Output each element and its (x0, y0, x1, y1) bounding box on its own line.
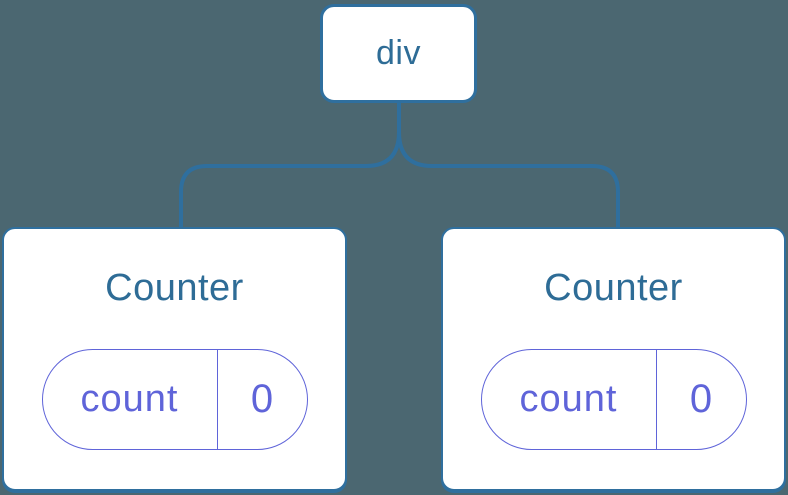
counter-card-left: Counter count 0 (2, 227, 347, 491)
state-key: count (482, 349, 657, 449)
connector-right-branch (397, 103, 620, 228)
counter-title: Counter (544, 267, 683, 309)
state-pill: count 0 (480, 348, 747, 450)
state-value: 0 (250, 376, 274, 421)
tree-node-div: div (320, 4, 477, 103)
counter-title: Counter (105, 267, 244, 309)
state-value: 0 (689, 376, 713, 421)
state-pill: count 0 (41, 348, 308, 450)
counter-card-right: Counter count 0 (441, 227, 786, 491)
state-key: count (43, 349, 218, 449)
connector-left-branch (179, 103, 401, 228)
root-node-label: div (376, 34, 421, 72)
